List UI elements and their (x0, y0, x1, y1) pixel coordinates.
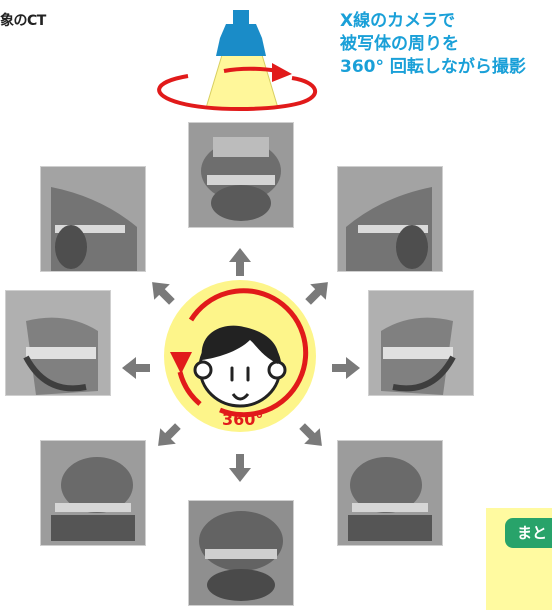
arrow-up-left-icon (152, 282, 175, 305)
xray-image-oblique-bottom-right (337, 440, 443, 546)
page-title-fragment: 象のCT (0, 13, 46, 29)
arrow-down-left-icon (158, 423, 181, 446)
xray-beam (205, 54, 279, 109)
xray-image-front-top (188, 122, 294, 228)
rotation-ring-icon (170, 288, 309, 418)
caption-line-1: X線のカメラで (340, 11, 456, 31)
top-rotation-arrow-icon (157, 63, 318, 111)
xray-image-oblique-top-right (337, 166, 443, 272)
xray-camera-icon (216, 10, 266, 56)
arrow-left-icon (122, 357, 150, 379)
xray-image-side-right (368, 290, 474, 396)
xray-caption: X線のカメラで 被写体の周りを 360° 回転しながら撮影 (340, 10, 552, 79)
arrow-down-right-icon (299, 423, 322, 446)
arrow-up-right-icon (305, 282, 328, 305)
caption-line-2: 被写体の周りを (340, 34, 459, 54)
xray-image-oblique-top-left (40, 166, 146, 272)
xray-image-side-left (5, 290, 111, 396)
caption-line-3: 360° 回転しながら撮影 (340, 57, 526, 77)
arrow-right-icon (332, 357, 360, 379)
xray-image-oblique-bottom-left (40, 440, 146, 546)
arrow-down-icon (229, 454, 251, 482)
arrow-up-icon (229, 248, 251, 276)
summary-button[interactable]: まと (505, 518, 552, 548)
rotation-degree-label: 360° (222, 410, 264, 429)
xray-image-front-bottom (188, 500, 294, 606)
child-face-icon (193, 325, 287, 408)
direction-arrows (122, 248, 360, 482)
